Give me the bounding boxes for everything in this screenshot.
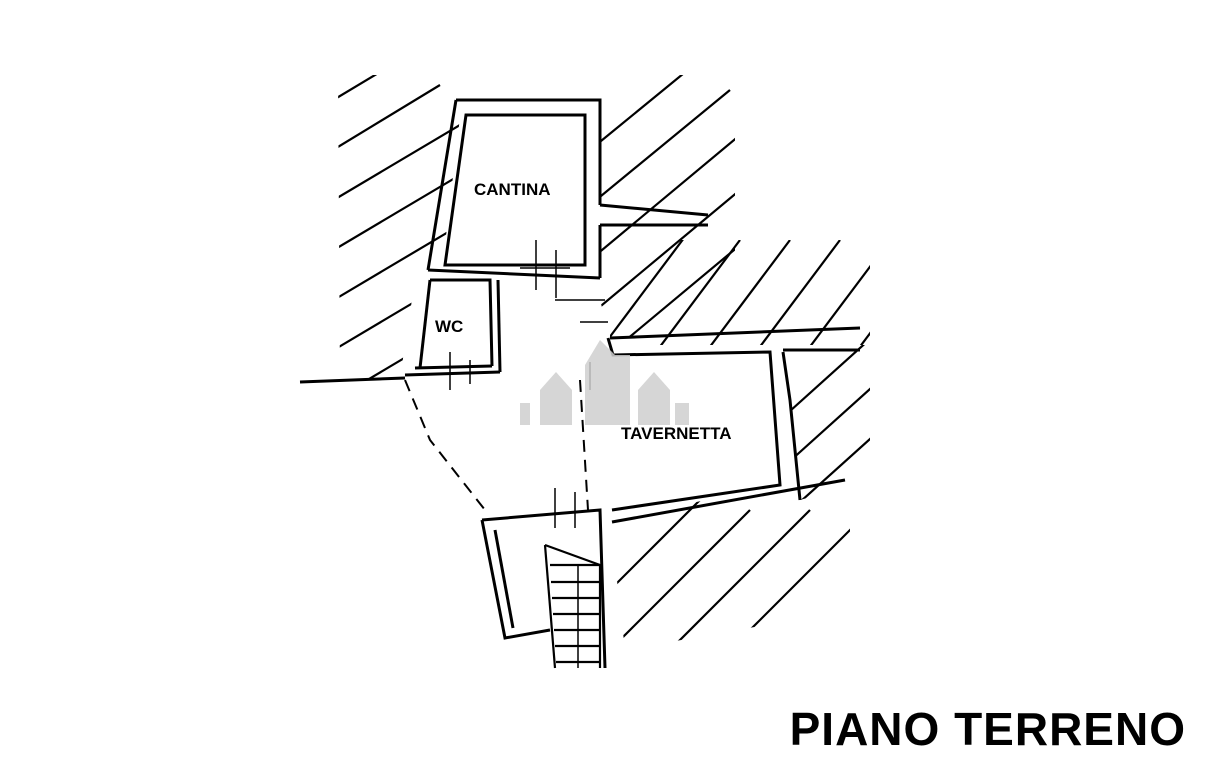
staircase	[543, 543, 602, 669]
dashed-boundaries	[404, 379, 589, 511]
hatch-far-right	[785, 345, 870, 500]
walls	[299, 98, 861, 669]
hatch-right	[610, 240, 870, 345]
hatch-top-right	[600, 75, 735, 338]
door-marks	[449, 240, 608, 528]
hatch-left	[338, 75, 461, 382]
hatch-bottom	[610, 499, 850, 650]
floor-title: PIANO TERRENO	[789, 703, 1186, 755]
room-label-wc: WC	[435, 317, 463, 336]
watermark-buildings-icon	[520, 340, 689, 425]
room-label-tavernetta: TAVERNETTA	[621, 424, 732, 443]
room-label-cantina: CANTINA	[474, 180, 551, 199]
